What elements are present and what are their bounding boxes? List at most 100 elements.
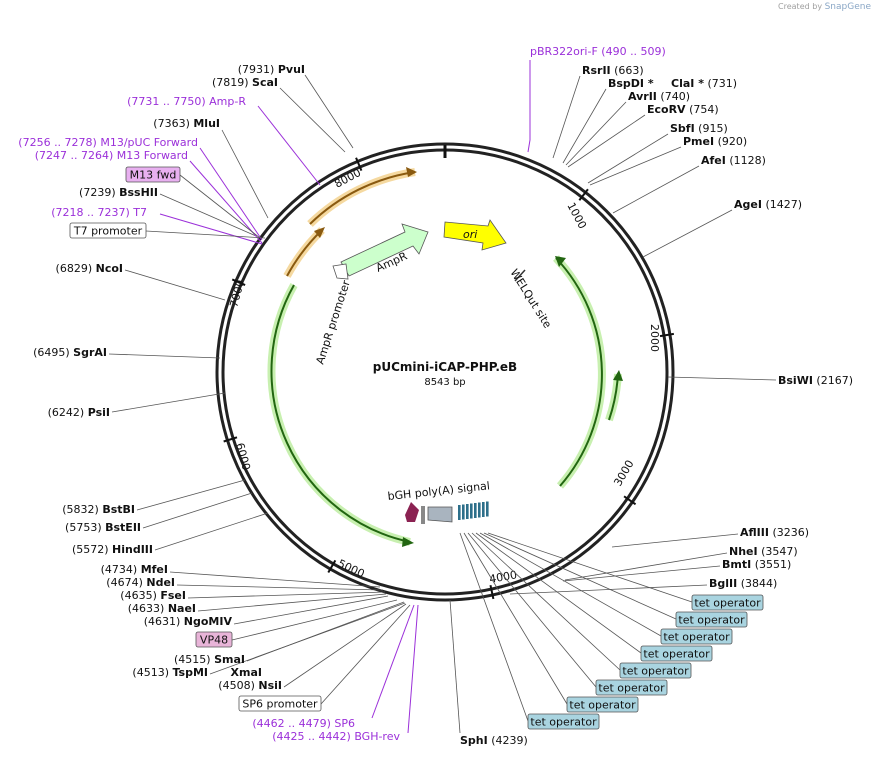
feature-box-tet-operator <box>566 696 639 713</box>
site-pos: (4734) <box>101 563 141 576</box>
feature-box-text-tet-operator: tet operator <box>622 665 689 678</box>
tick-label-3000: 3000 <box>611 458 636 489</box>
leader-bspdi <box>562 88 607 164</box>
site-pos: (3547) <box>758 545 798 558</box>
leader-ecorv <box>567 114 646 168</box>
tick-mark-8000 <box>355 157 363 172</box>
site-name: FseI <box>160 589 186 602</box>
site-pos: (4508) <box>218 679 258 692</box>
box-leader-t7-promoter <box>145 230 266 239</box>
tick-mark-2000 <box>659 332 675 338</box>
tet-operator-bars <box>458 501 489 520</box>
leader-psii <box>111 392 226 413</box>
site-name: NdeI <box>146 576 175 589</box>
leader-sphi <box>449 599 461 734</box>
site-label-rsrii: RsrII (663) <box>582 64 644 77</box>
primer-name: pBR322ori-F <box>530 45 601 58</box>
site-name: NgoMIV <box>184 615 233 628</box>
green-arc-left <box>267 283 411 546</box>
green-arc-right <box>553 255 606 489</box>
primer-label-t7: (7218 .. 7237) T7 <box>51 206 147 219</box>
feature-box-text-tet-operator: tet operator <box>569 699 636 712</box>
bgh-box-2 <box>427 506 453 523</box>
primer-range: (7256 .. 7278) <box>18 136 100 149</box>
site-pos: (6495) <box>33 346 73 359</box>
site-label-bsiwi: BsiWI (2167) <box>778 374 853 387</box>
primer-name: T7 <box>132 206 147 219</box>
green-arc-right-head <box>555 256 566 267</box>
site-label-avrii: AvrII (740) <box>628 90 690 103</box>
site-name: NcoI <box>96 262 123 275</box>
site-label-afei: AfeI (1128) <box>701 154 766 167</box>
site-pos: (4513) <box>132 666 172 679</box>
site-label-hindiii: (5572) HindIII <box>72 543 153 556</box>
leader-avrii <box>565 101 627 166</box>
leader-sgrai <box>108 353 221 359</box>
site-label-smai: (4515) SmaI <box>174 653 245 666</box>
feature-box-tet-operator <box>595 679 668 696</box>
backbone-outer <box>215 142 675 602</box>
site-pos: (4239) <box>488 734 528 747</box>
tet-operator-bar <box>462 504 465 520</box>
feature-box-text-m13-fwd: M13 fwd <box>130 169 177 182</box>
leader-scai <box>279 87 346 153</box>
primer-name: Amp-R <box>209 95 246 108</box>
site-name: BglII <box>709 577 737 590</box>
tick-mark-3000 <box>623 495 637 506</box>
ampr-promoter-label: AmpR promoter <box>313 278 353 366</box>
site-label-afliii: AflIII (3236) <box>740 526 809 539</box>
box-leader-tet-operator <box>467 532 597 688</box>
site-pos: (4674) <box>106 576 146 589</box>
orange-arc-top-core <box>309 171 416 225</box>
site-pos: (754) <box>686 103 719 116</box>
site-name: HindIII <box>112 543 153 556</box>
tick-label-2000: 2000 <box>648 324 661 352</box>
site-name: PmeI <box>683 135 714 148</box>
ori-arrow <box>443 219 507 251</box>
box-leader-tet-operator <box>471 532 621 671</box>
feature-box-text-t7-promoter: T7 promoter <box>73 225 143 238</box>
feature-box-text-tet-operator: tet operator <box>598 682 665 695</box>
green-arc-left-head <box>402 537 414 547</box>
leader-bstbi <box>136 479 246 511</box>
leader-mfei <box>169 571 381 588</box>
tet-operator-bar <box>478 502 481 518</box>
tick-mark-7000 <box>231 278 246 286</box>
site-label-psii: (6242) PsiI <box>48 406 110 419</box>
site-pos: (1427) <box>762 198 802 211</box>
site-name: AgeI <box>734 198 762 211</box>
box-leader-tet-operator <box>483 532 677 620</box>
primer-range: (7218 .. 7237) <box>51 206 133 219</box>
site-name: MfeI <box>141 563 168 576</box>
site-label-ndei: (4674) NdeI <box>106 576 175 589</box>
site-name: XmaI <box>231 666 262 679</box>
leader-bmti <box>562 565 721 582</box>
leader-nhei <box>564 552 728 581</box>
site-label-fsei: (4635) FseI <box>120 589 186 602</box>
feature-box-tet-operator <box>675 611 748 628</box>
site-pos: (740) <box>657 90 690 103</box>
orange-arc-top-head <box>406 167 417 177</box>
tet-operator-bar <box>486 501 489 517</box>
bgh-box-1 <box>421 506 425 524</box>
primer-label-m13forward: (7247 .. 7264) M13 Forward <box>35 149 188 162</box>
site-name: EcoRV <box>647 103 686 116</box>
site-name: BstBI <box>102 503 135 516</box>
leader-bsshii <box>159 193 257 237</box>
leader-afliii <box>611 533 739 548</box>
tick-mark-6000 <box>223 436 238 443</box>
site-name: BsiWI <box>778 374 813 387</box>
feature-box-t7-promoter <box>69 222 147 239</box>
site-name: BssHII <box>119 186 158 199</box>
snapgene-logo: SnapGene <box>824 2 871 12</box>
box-leader-tet-operator <box>487 532 693 603</box>
site-name: SphI <box>460 734 488 747</box>
primer-range: (4425 .. 4442) <box>272 730 354 743</box>
site-pos: (1128) <box>726 154 766 167</box>
box-leader-vp48 <box>231 599 398 641</box>
primer-label-bghrev: (4425 .. 4442) BGH-rev <box>272 730 400 743</box>
site-label-bglii: BglII (3844) <box>709 577 777 590</box>
credit-prefix: Created by <box>778 2 823 11</box>
site-pos: (5572) <box>72 543 112 556</box>
